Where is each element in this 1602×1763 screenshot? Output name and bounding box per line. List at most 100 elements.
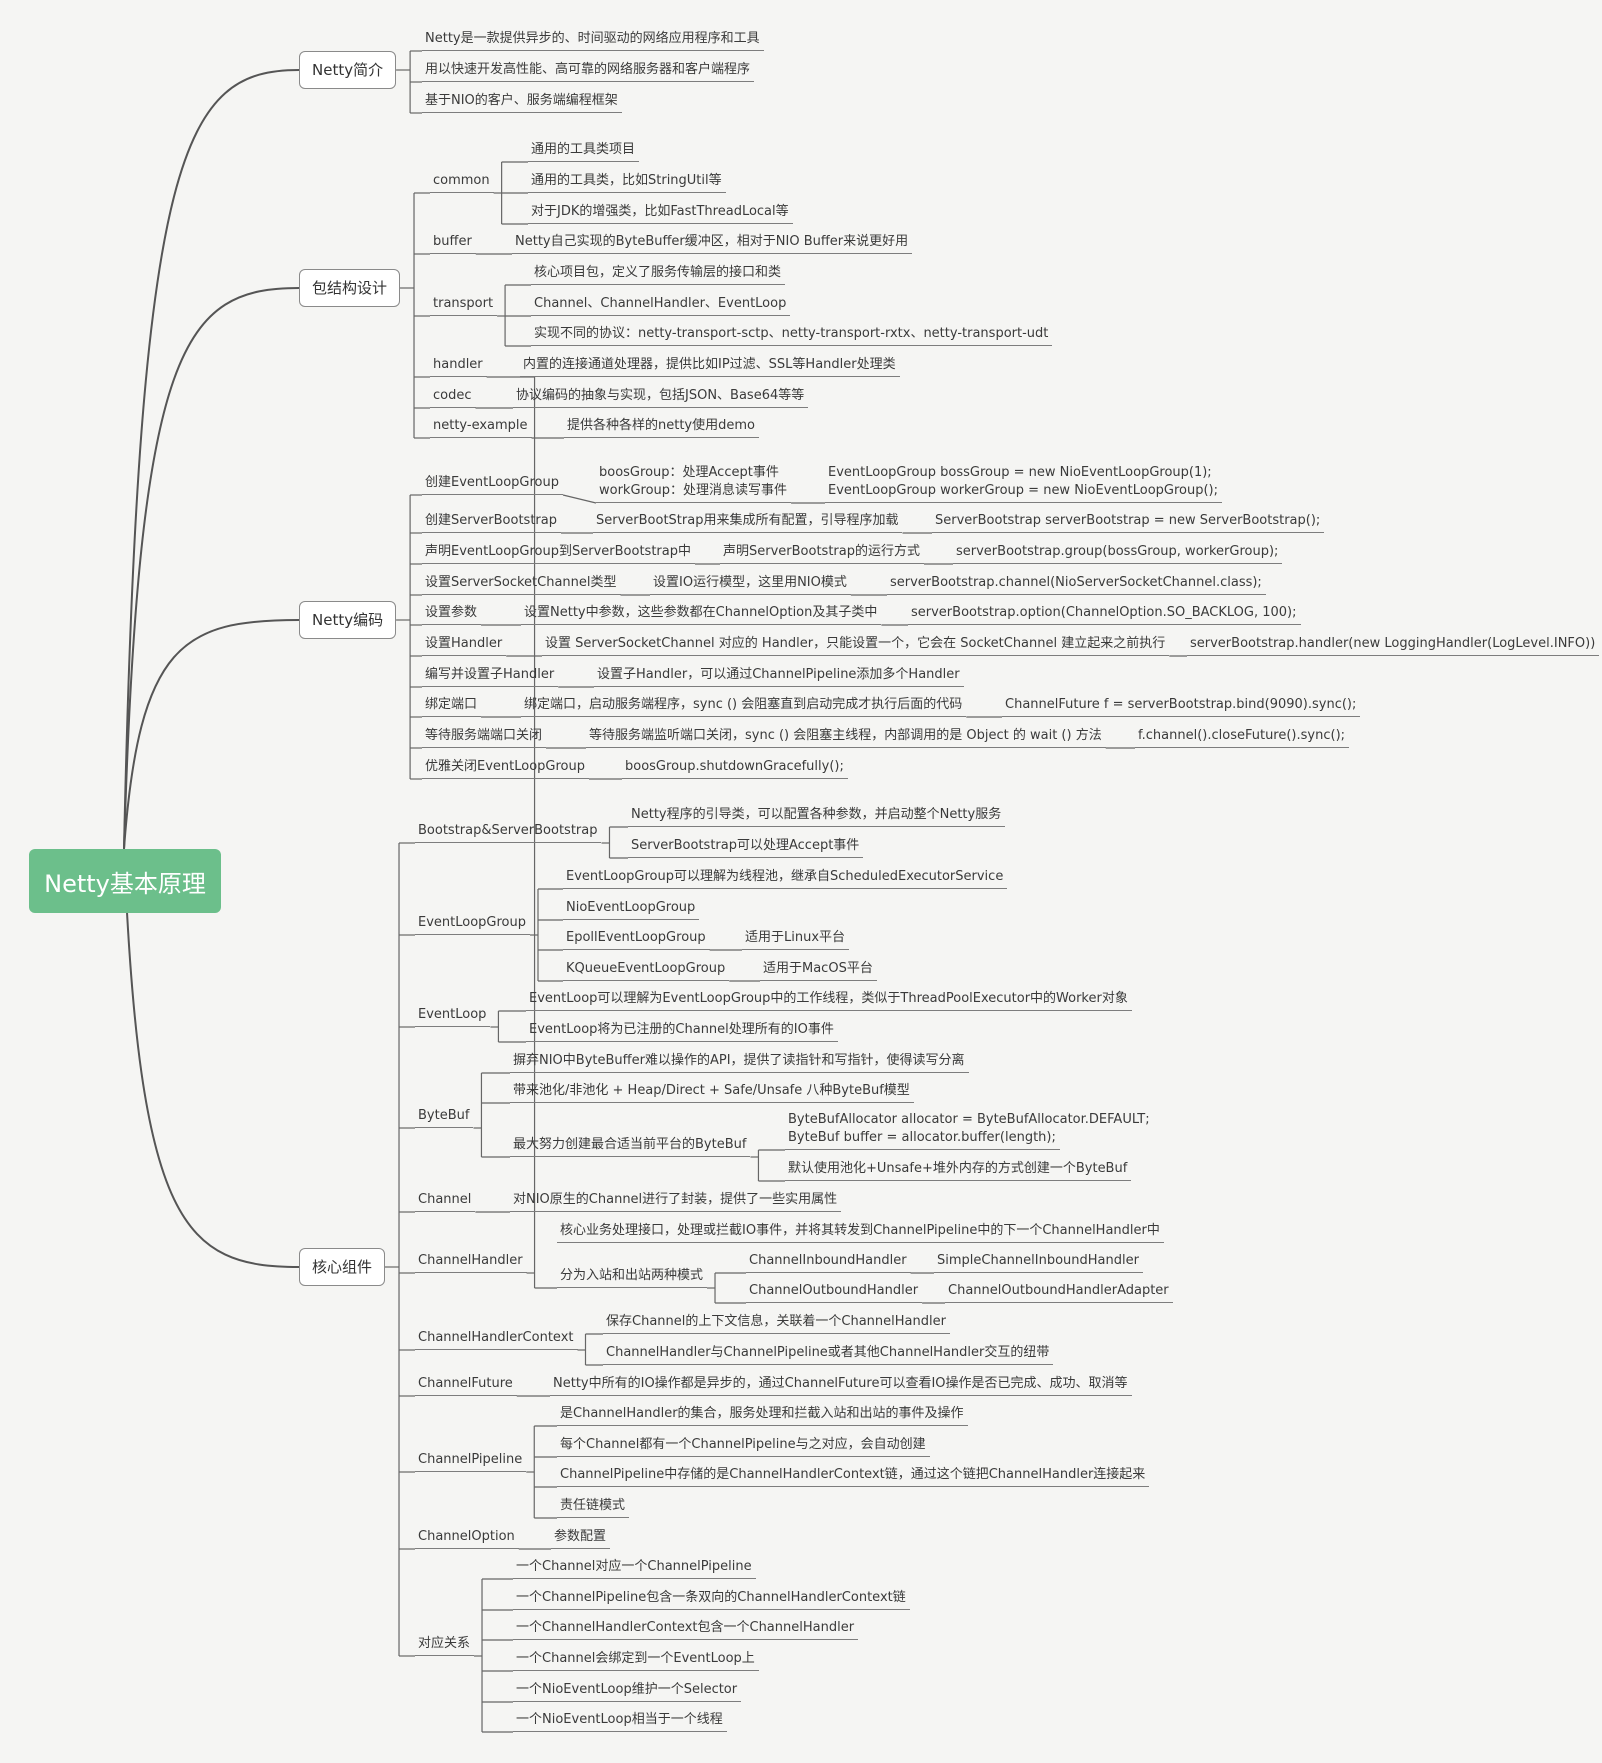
s9-code[interactable]: f.channel().closeFuture().sync(); <box>1135 727 1350 748</box>
rel-item-1[interactable]: 一个Channel对应一个ChannelPipeline <box>513 1558 756 1579</box>
rel-item-3[interactable]: 一个ChannelHandlerContext包含一个ChannelHandle… <box>513 1619 859 1640</box>
handler-desc[interactable]: 核心业务处理接口，处理或拦截IO事件，并将其转发到ChannelPipeline… <box>557 1222 1164 1243</box>
branch-netty-coding[interactable]: Netty编码 <box>299 601 397 639</box>
step-options[interactable]: 设置参数 <box>422 604 482 625</box>
bytebuf-item-1[interactable]: 摒弃NIO中ByteBuffer难以操作的API，提供了读指针和写指针，使得读写… <box>510 1052 969 1073</box>
comp-channelpipeline[interactable]: ChannelPipeline <box>415 1451 527 1472</box>
comp-eventloop[interactable]: EventLoop <box>415 1006 491 1027</box>
rel-item-6[interactable]: 一个NioEventLoop相当于一个线程 <box>513 1711 727 1732</box>
bootstrap-item-2[interactable]: ServerBootstrap可以处理Accept事件 <box>628 837 864 858</box>
s3-code[interactable]: serverBootstrap.group(bossGroup, workerG… <box>953 543 1283 564</box>
elg-item-4[interactable]: KQueueEventLoopGroup <box>563 960 730 981</box>
bytebuf-note[interactable]: 默认使用池化+Unsafe+堆外内存的方式创建一个ByteBuf <box>785 1160 1132 1181</box>
s2-desc[interactable]: ServerBootStrap用来集成所有配置，引导程序加载 <box>593 512 903 533</box>
inbound-impl[interactable]: SimpleChannelInboundHandler <box>934 1252 1143 1273</box>
comp-channelfuture[interactable]: ChannelFuture <box>415 1375 517 1396</box>
codec-desc[interactable]: 协议编码的抽象与实现，包括JSON、Base64等等 <box>513 387 809 408</box>
step-shutdown[interactable]: 优雅关闭EventLoopGroup <box>422 758 589 779</box>
ctx-item-1[interactable]: 保存Channel的上下文信息，关联着一个ChannelHandler <box>603 1313 950 1334</box>
common-item-2[interactable]: 通用的工具类，比如StringUtil等 <box>528 172 726 193</box>
step-bind-port[interactable]: 绑定端口 <box>422 696 482 717</box>
rel-item-4[interactable]: 一个Channel会绑定到一个EventLoop上 <box>513 1650 759 1671</box>
pkg-transport[interactable]: transport <box>430 295 498 316</box>
inbound-handler[interactable]: ChannelInboundHandler <box>746 1252 911 1273</box>
comp-bootstrap[interactable]: Bootstrap&ServerBootstrap <box>415 822 602 843</box>
rel-item-5[interactable]: 一个NioEventLoop维护一个Selector <box>513 1681 742 1702</box>
el-item-1[interactable]: EventLoop可以理解为EventLoopGroup中的工作线程，类似于Th… <box>526 990 1132 1011</box>
s5-desc[interactable]: 设置Netty中参数，这些参数都在ChannelOption及其子类中 <box>521 604 882 625</box>
future-desc[interactable]: Netty中所有的IO操作都是异步的，通过ChannelFuture可以查看IO… <box>550 1375 1132 1396</box>
s4-code[interactable]: serverBootstrap.channel(NioServerSocketC… <box>887 574 1266 595</box>
comp-channeloption[interactable]: ChannelOption <box>415 1528 519 1549</box>
worker-group-desc[interactable]: workGroup：处理消息读写事件 <box>596 482 792 503</box>
s5-code[interactable]: serverBootstrap.option(ChannelOption.SO_… <box>908 604 1301 625</box>
step-channel-type[interactable]: 设置ServerSocketChannel类型 <box>422 574 621 595</box>
bytebuf-code-1[interactable]: ByteBufAllocator allocator = ByteBufAllo… <box>788 1112 1150 1127</box>
outbound-impl[interactable]: ChannelOutboundHandlerAdapter <box>945 1282 1173 1303</box>
s4-desc[interactable]: 设置IO运行模型，这里用NIO模式 <box>650 574 851 595</box>
s6-desc[interactable]: 设置 ServerSocketChannel 对应的 Handler，只能设置一… <box>542 635 1170 656</box>
rel-item-2[interactable]: 一个ChannelPipeline包含一条双向的ChannelHandlerCo… <box>513 1589 910 1610</box>
s3-desc[interactable]: 声明ServerBootstrap的运行方式 <box>720 543 924 564</box>
common-item-1[interactable]: 通用的工具类项目 <box>528 141 640 162</box>
elg-item-2[interactable]: NioEventLoopGroup <box>563 899 700 920</box>
s8-code[interactable]: ChannelFuture f = serverBootstrap.bind(9… <box>1002 696 1361 717</box>
pkg-common[interactable]: common <box>430 172 494 193</box>
boss-group-code[interactable]: EventLoopGroup bossGroup = new NioEventL… <box>828 465 1212 480</box>
step-child-handler[interactable]: 编写并设置子Handler <box>422 666 559 687</box>
el-item-2[interactable]: EventLoop将为已注册的Channel处理所有的IO事件 <box>526 1021 838 1042</box>
root-node[interactable]: Netty基本原理 <box>29 849 221 913</box>
intro-item-3[interactable]: 基于NIO的客户、服务端编程框架 <box>422 92 622 113</box>
pkg-handler[interactable]: handler <box>430 356 487 377</box>
pipeline-item-2[interactable]: 每个Channel都有一个ChannelPipeline与之对应，会自动创建 <box>557 1436 930 1457</box>
pkg-netty-example[interactable]: netty-example <box>430 417 532 438</box>
worker-group-code[interactable]: EventLoopGroup workerGroup = new NioEven… <box>825 482 1223 503</box>
transport-item-2[interactable]: Channel、ChannelHandler、EventLoop <box>531 295 791 316</box>
intro-item-2[interactable]: 用以快速开发高性能、高可靠的网络服务器和客户端程序 <box>422 61 755 82</box>
bytebuf-item-3[interactable]: 最大努力创建最合适当前平台的ByteBuf <box>510 1136 751 1157</box>
intro-item-1[interactable]: Netty是一款提供异步的、时间驱动的网络应用程序和工具 <box>422 30 764 51</box>
s6-code[interactable]: serverBootstrap.handler(new LoggingHandl… <box>1187 635 1600 656</box>
step-group[interactable]: 声明EventLoopGroup到ServerBootstrap中 <box>422 543 695 564</box>
transport-item-3[interactable]: 实现不同的协议：netty-transport-sctp、netty-trans… <box>531 325 1053 346</box>
example-desc[interactable]: 提供各种各样的netty使用demo <box>564 417 759 438</box>
comp-eventloopgroup[interactable]: EventLoopGroup <box>415 914 530 935</box>
bytebuf-item-2[interactable]: 带来池化/非池化 + Heap/Direct + Safe/Unsafe 八种B… <box>510 1082 914 1103</box>
buffer-desc[interactable]: Netty自己实现的ByteBuffer缓冲区，相对于NIO Buffer来说更… <box>512 233 913 254</box>
bytebuf-code-2[interactable]: ByteBuf buffer = allocator.buffer(length… <box>785 1129 1060 1150</box>
elg-item-3[interactable]: EpollEventLoopGroup <box>563 929 710 950</box>
transport-item-1[interactable]: 核心项目包，定义了服务传输层的接口和类 <box>531 264 786 285</box>
elg-item-1[interactable]: EventLoopGroup可以理解为线程池，继承自ScheduledExecu… <box>563 868 1008 889</box>
pipeline-item-3[interactable]: ChannelPipeline中存储的是ChannelHandlerContex… <box>557 1466 1150 1487</box>
boss-group-desc[interactable]: boosGroup：处理Accept事件 <box>599 465 779 480</box>
branch-netty-intro[interactable]: Netty简介 <box>299 51 397 89</box>
pipeline-item-1[interactable]: 是ChannelHandler的集合，服务处理和拦截入站和出站的事件及操作 <box>557 1405 968 1426</box>
comp-channelhandler[interactable]: ChannelHandler <box>415 1252 527 1273</box>
s10-code[interactable]: boosGroup.shutdownGracefully(); <box>622 758 848 779</box>
step-create-eventloopgroup[interactable]: 创建EventLoopGroup <box>422 474 563 495</box>
pkg-buffer[interactable]: buffer <box>430 233 476 254</box>
s9-desc[interactable]: 等待服务端监听端口关闭，sync () 会阻塞主线程，内部调用的是 Object… <box>586 727 1106 748</box>
step-wait-close[interactable]: 等待服务端端口关闭 <box>422 727 547 748</box>
common-item-3[interactable]: 对于JDK的增强类，比如FastThreadLocal等 <box>528 203 793 224</box>
kqueue-note[interactable]: 适用于MacOS平台 <box>760 960 877 981</box>
channel-desc[interactable]: 对NIO原生的Channel进行了封装，提供了一些实用属性 <box>510 1191 842 1212</box>
bootstrap-item-1[interactable]: Netty程序的引导类，可以配置各种参数，并启动整个Netty服务 <box>628 806 1006 827</box>
handler-desc[interactable]: 内置的连接通道处理器，提供比如IP过滤、SSL等Handler处理类 <box>520 356 900 377</box>
option-desc[interactable]: 参数配置 <box>551 1528 611 1549</box>
comp-relations[interactable]: 对应关系 <box>415 1635 475 1656</box>
s7-desc[interactable]: 设置子Handler，可以通过ChannelPipeline添加多个Handle… <box>594 666 964 687</box>
comp-bytebuf[interactable]: ByteBuf <box>415 1107 474 1128</box>
s8-desc[interactable]: 绑定端口，启动服务端程序，sync () 会阻塞直到启动完成才执行后面的代码 <box>521 696 967 717</box>
ctx-item-2[interactable]: ChannelHandler与ChannelPipeline或者其他Channe… <box>603 1344 1054 1365</box>
comp-channel[interactable]: Channel <box>415 1191 476 1212</box>
pipeline-item-4[interactable]: 责任链模式 <box>557 1497 630 1518</box>
epoll-note[interactable]: 适用于Linux平台 <box>742 929 850 950</box>
branch-package-structure[interactable]: 包结构设计 <box>299 269 401 307</box>
branch-core-components[interactable]: 核心组件 <box>299 1248 386 1286</box>
handler-mode[interactable]: 分为入站和出站两种模式 <box>557 1267 708 1288</box>
comp-handlercontext[interactable]: ChannelHandlerContext <box>415 1329 578 1350</box>
s2-code[interactable]: ServerBootstrap serverBootstrap = new Se… <box>932 512 1325 533</box>
step-handler[interactable]: 设置Handler <box>422 635 507 656</box>
pkg-codec[interactable]: codec <box>430 387 476 408</box>
